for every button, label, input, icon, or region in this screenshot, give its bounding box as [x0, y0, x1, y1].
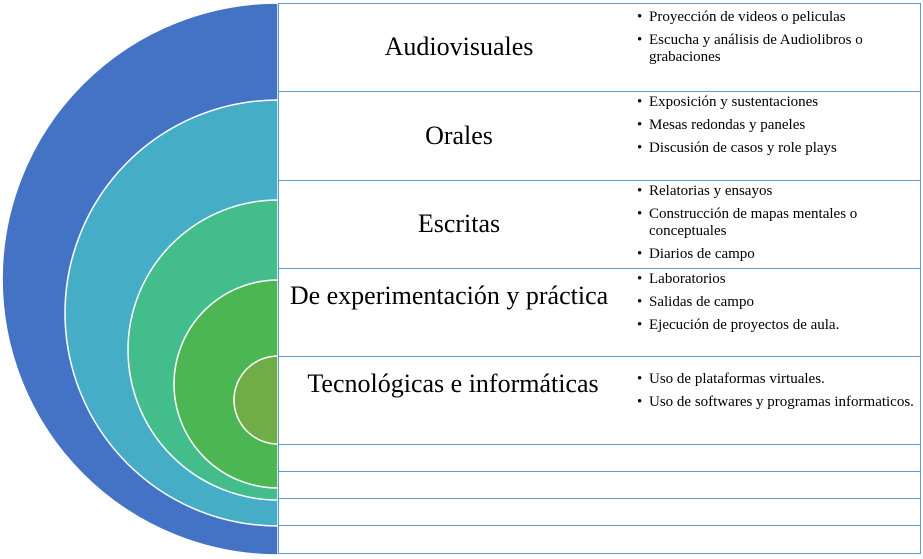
- item-list: Exposición y sustentaciones Mesas redond…: [637, 94, 917, 163]
- list-item: Salidas de campo: [637, 294, 917, 311]
- list-item: Relatorias y ensayos: [637, 183, 917, 200]
- empty-row: [278, 471, 921, 499]
- list-item: Uso de softwares y programas informatico…: [637, 394, 917, 411]
- category-title: De experimentación y práctica: [289, 281, 609, 310]
- list-item: Uso de plataformas virtuales.: [637, 371, 917, 388]
- row-escritas: Escritas Relatorias y ensayos Construcci…: [278, 180, 921, 269]
- category-title: Audiovisuales: [384, 32, 534, 61]
- list-item: Ejecución de proyectos de aula.: [637, 317, 917, 334]
- empty-row: [278, 525, 921, 554]
- category-title: Orales: [425, 121, 493, 150]
- list-item: Discusión de casos y role plays: [637, 140, 917, 157]
- list-item: Laboratorios: [637, 271, 917, 288]
- item-list: Relatorias y ensayos Construcción de map…: [637, 183, 917, 269]
- item-list: Laboratorios Salidas de campo Ejecución …: [637, 271, 917, 340]
- category-title: Tecnológicas e informáticas: [307, 369, 599, 398]
- arc-tecnologicas: [233, 355, 279, 445]
- list-item: Exposición y sustentaciones: [637, 94, 917, 111]
- list-item: Construcción de mapas mentales o concept…: [637, 206, 917, 240]
- row-experimentacion: De experimentación y práctica Laboratori…: [278, 268, 921, 357]
- list-item: Mesas redondas y paneles: [637, 117, 917, 134]
- empty-row: [278, 444, 921, 472]
- item-list: Uso de plataformas virtuales. Uso de sof…: [637, 371, 917, 417]
- empty-row: [278, 498, 921, 526]
- row-audiovisuales: Audiovisuales Proyección de videos o pel…: [278, 3, 921, 92]
- category-title: Escritas: [417, 209, 501, 238]
- row-orales: Orales Exposición y sustentaciones Mesas…: [278, 91, 921, 181]
- list-item: Escucha y análisis de Audiolibros o grab…: [637, 32, 917, 66]
- row-tecnologicas: Tecnológicas e informáticas Uso de plata…: [278, 356, 921, 445]
- item-list: Proyección de videos o peliculas Escucha…: [637, 9, 917, 72]
- list-item: Diarios de campo: [637, 246, 917, 263]
- list-item: Proyección de videos o peliculas: [637, 9, 917, 26]
